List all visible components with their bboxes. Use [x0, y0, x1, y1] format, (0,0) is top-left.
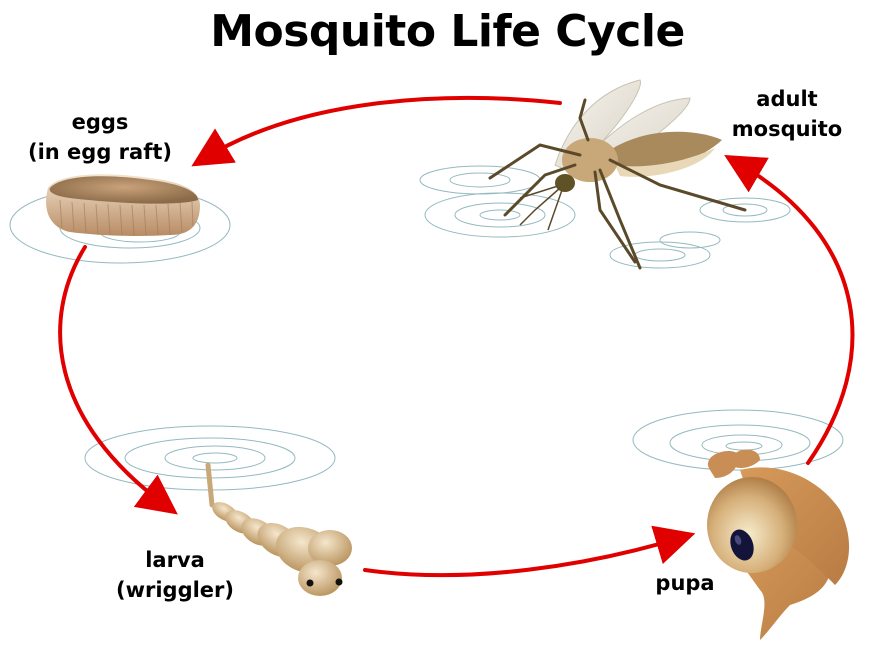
- eggs-label-line1: eggs: [71, 110, 129, 134]
- stage-label-eggs: eggs (in egg raft): [20, 107, 180, 167]
- arrow-eggs-to-larva-icon: [58, 245, 178, 515]
- ripples-adult-icon: [419, 165, 791, 269]
- arrow-larva-to-pupa-icon: [363, 525, 696, 578]
- pupa-icon: [707, 449, 850, 640]
- pupa-label-line1: pupa: [655, 571, 715, 595]
- larva-label-line1: larva: [145, 548, 205, 572]
- arrow-adult-to-eggs-icon: [191, 95, 562, 167]
- diagram-title: Mosquito Life Cycle: [210, 6, 685, 57]
- stage-label-pupa: pupa: [640, 568, 730, 598]
- egg-raft-icon: [46, 174, 200, 236]
- larva-icon: [205, 462, 352, 596]
- cycle-arrows: [58, 95, 855, 578]
- adult-label-line1: adult: [756, 87, 818, 111]
- arrow-pupa-to-adult-icon: [724, 154, 855, 465]
- larva-label-line2: (wriggler): [115, 578, 234, 602]
- adult-label-line2: mosquito: [731, 117, 843, 141]
- stage-label-adult: adult mosquito: [722, 84, 852, 144]
- adult-mosquito-icon: [488, 79, 747, 270]
- eggs-label-line2: (in egg raft): [28, 140, 172, 164]
- stage-label-larva: larva (wriggler): [100, 545, 250, 605]
